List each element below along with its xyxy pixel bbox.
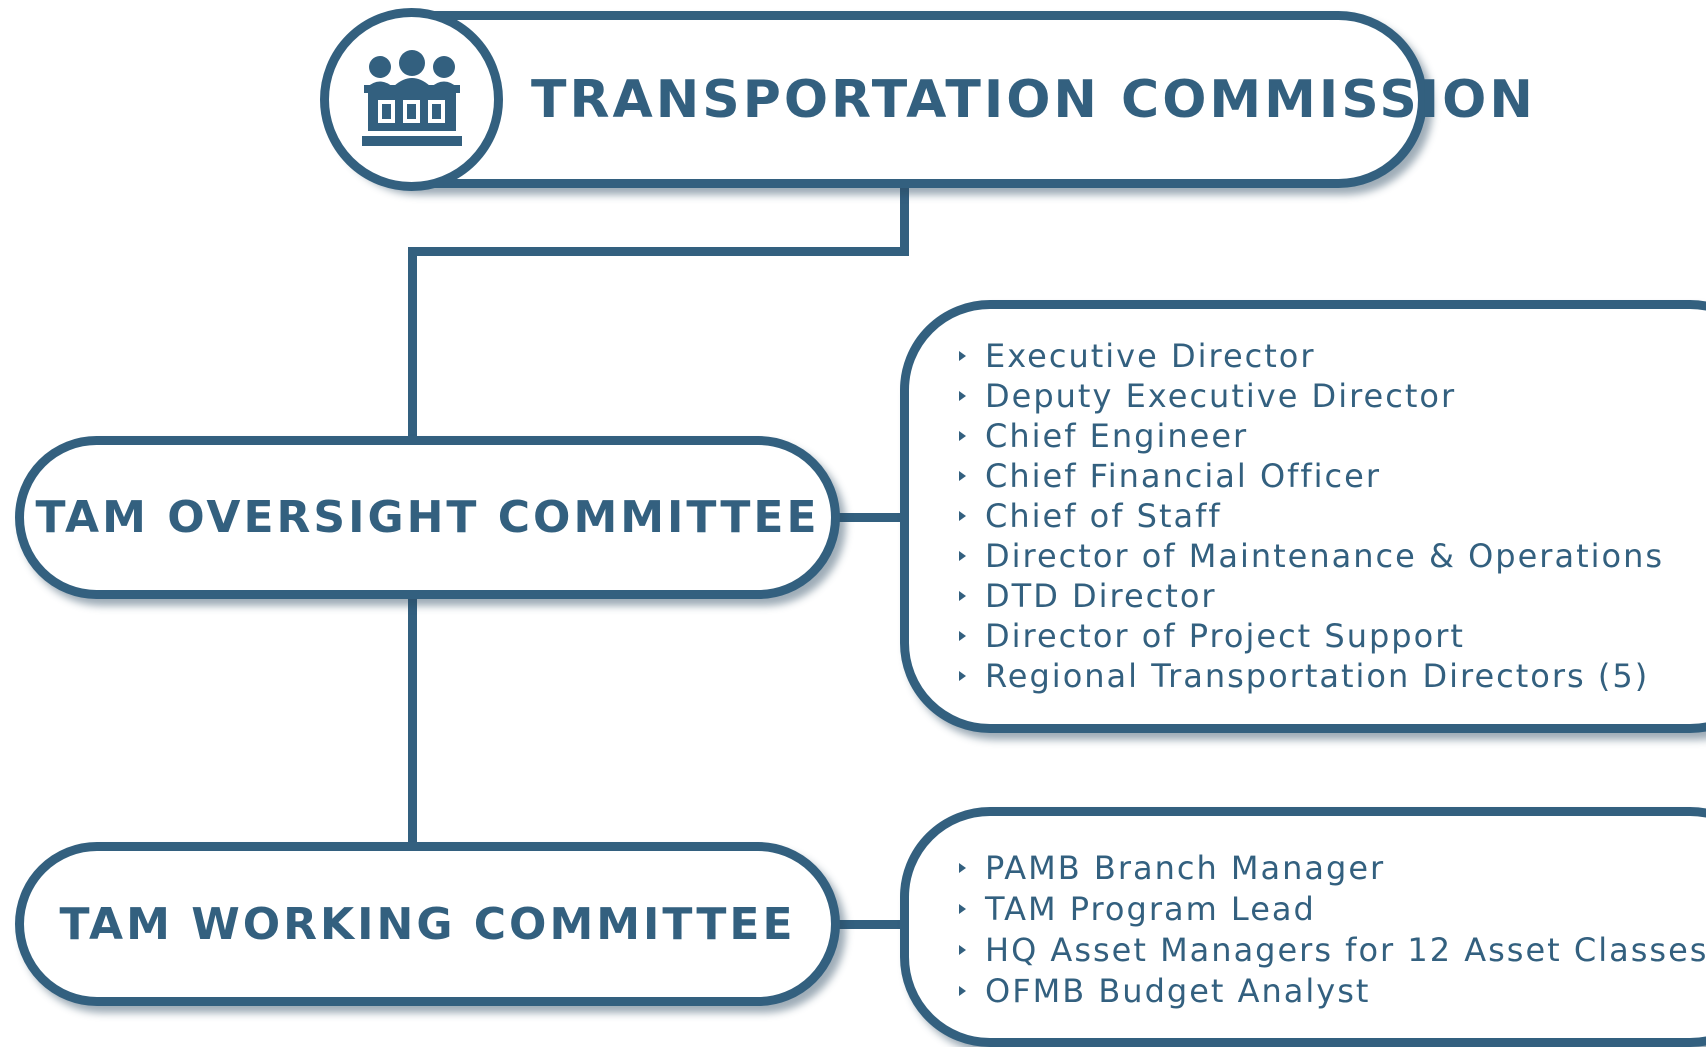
member-label: Executive Director: [985, 337, 1316, 375]
commission-icon-circle: [320, 8, 503, 191]
tam-working-committee-node: TAM WORKING COMMITTEE: [15, 842, 840, 1006]
connector-working-to-members: [838, 920, 902, 929]
bullet-icon: [959, 511, 966, 521]
member-label: TAM Program Lead: [985, 889, 1316, 928]
working-members-box: PAMB Branch Manager TAM Program Lead HQ …: [900, 807, 1706, 1047]
list-item: Chief of Staff: [959, 496, 1664, 536]
bullet-icon: [959, 944, 966, 955]
bullet-icon: [959, 431, 966, 441]
member-label: Director of Project Support: [985, 617, 1465, 655]
list-item: Executive Director: [959, 336, 1664, 376]
list-item: TAM Program Lead: [959, 888, 1706, 929]
bullet-icon: [959, 903, 966, 914]
bullet-icon: [959, 862, 966, 873]
bullet-icon: [959, 985, 966, 996]
connector-oversight-to-working: [408, 597, 417, 845]
member-label: Regional Transportation Directors (5): [985, 657, 1650, 695]
tam-oversight-committee-node: TAM OVERSIGHT COMMITTEE: [15, 436, 840, 599]
tam-working-committee-title: TAM WORKING COMMITTEE: [59, 898, 796, 950]
list-item: Director of Project Support: [959, 616, 1664, 656]
oversight-member-list: Executive Director Deputy Executive Dire…: [959, 336, 1664, 696]
list-item: Chief Engineer: [959, 416, 1664, 456]
member-label: Chief Engineer: [985, 417, 1249, 455]
transportation-commission-node: TRANSPORTATION COMMISSION: [325, 11, 1533, 188]
oversight-members-box: Executive Director Deputy Executive Dire…: [900, 300, 1706, 733]
tam-oversight-committee-title: TAM OVERSIGHT COMMITTEE: [35, 492, 820, 543]
bullet-icon: [959, 631, 966, 641]
list-item: Chief Financial Officer: [959, 456, 1664, 496]
connector-commission-down: [900, 186, 909, 254]
connector-to-oversight: [408, 247, 417, 439]
list-item: Deputy Executive Director: [959, 376, 1664, 416]
member-label: DTD Director: [985, 577, 1217, 615]
bullet-icon: [959, 391, 966, 401]
connector-oversight-to-members: [838, 513, 902, 522]
bullet-icon: [959, 671, 966, 681]
member-label: Director of Maintenance & Operations: [985, 537, 1665, 575]
member-label: OFMB Budget Analyst: [985, 971, 1371, 1010]
member-label: HQ Asset Managers for 12 Asset Classes: [985, 930, 1706, 969]
member-label: PAMB Branch Manager: [985, 848, 1386, 887]
bullet-icon: [959, 591, 966, 601]
list-item: PAMB Branch Manager: [959, 847, 1706, 888]
bullet-icon: [959, 471, 966, 481]
member-label: Chief Financial Officer: [985, 457, 1381, 495]
list-item: DTD Director: [959, 576, 1664, 616]
member-label: Deputy Executive Director: [985, 377, 1457, 415]
commission-bench-icon: [361, 49, 462, 146]
working-member-list: PAMB Branch Manager TAM Program Lead HQ …: [959, 847, 1706, 1011]
list-item: Director of Maintenance & Operations: [959, 536, 1664, 576]
bullet-icon: [959, 351, 966, 361]
connector-commission-horizontal: [408, 247, 909, 256]
member-label: Chief of Staff: [985, 497, 1222, 535]
list-item: OFMB Budget Analyst: [959, 970, 1706, 1011]
bullet-icon: [959, 551, 966, 561]
list-item: HQ Asset Managers for 12 Asset Classes: [959, 929, 1706, 970]
list-item: Regional Transportation Directors (5): [959, 656, 1664, 696]
transportation-commission-title: TRANSPORTATION COMMISSION: [531, 69, 1536, 130]
